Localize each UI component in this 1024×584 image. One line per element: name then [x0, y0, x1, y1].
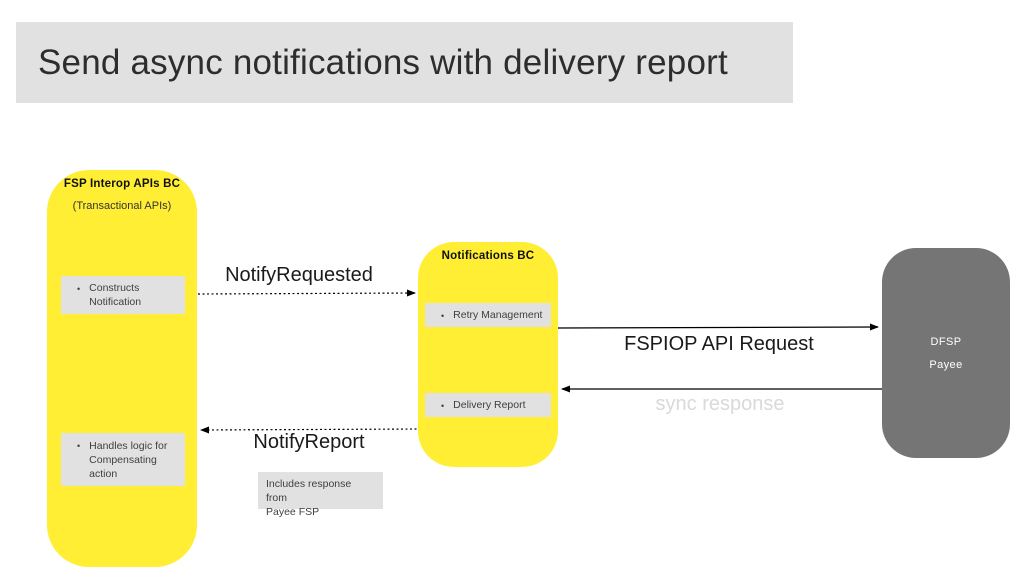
title-bar: Send async notifications with delivery r…	[16, 22, 793, 103]
node-dfsp-payee: DFSP Payee	[882, 248, 1010, 458]
node-fsp-interop-apis-bc: FSP Interop APIs BC (Transactional APIs)…	[47, 170, 197, 567]
chip-delivery-report: • Delivery Report	[425, 393, 551, 417]
chip-handles-logic: • Handles logic for Compensating action	[61, 433, 185, 486]
chip-retry-management: • Retry Management	[425, 303, 551, 327]
chip-line: Compensating	[89, 453, 157, 466]
chip-line: Handles logic for	[89, 439, 168, 452]
notify-requested-arrow	[197, 289, 416, 297]
edge-label-notify-report: NotifyReport	[253, 431, 365, 453]
chip-line: Constructs	[89, 282, 140, 294]
notify-report-arrow	[200, 426, 422, 434]
chip-constructs-notification: • Constructs Notification	[61, 276, 185, 314]
chip-line: action	[89, 467, 118, 480]
node-line-payee: Payee	[929, 358, 963, 371]
edge-label-notify-requested: NotifyRequested	[225, 264, 373, 286]
chip-line: Retry Management	[453, 309, 543, 321]
chip-line: Delivery Report	[453, 399, 526, 411]
note-line: Payee FSP	[266, 506, 320, 518]
edge-label-sync-response: sync response	[655, 393, 785, 415]
chip-line: Notification	[89, 296, 142, 308]
node-title: Notifications BC	[441, 250, 535, 262]
node-notifications-bc: Notifications BC • Retry Management • De…	[418, 242, 558, 467]
note-includes-response: Includes response from Payee FSP	[258, 472, 383, 518]
node-subtitle: (Transactional APIs)	[72, 200, 172, 212]
node-title: FSP Interop APIs BC	[63, 178, 181, 190]
bullet-icon: •	[77, 284, 81, 294]
node-line-dfsp: DFSP	[930, 335, 962, 348]
fspiop-request-arrow	[557, 323, 879, 331]
bullet-icon: •	[77, 441, 81, 451]
page-title: Send async notifications with delivery r…	[38, 42, 728, 82]
bullet-icon: •	[441, 311, 445, 321]
edge-label-fspiop-api-request: FSPIOP API Request	[624, 333, 814, 355]
bullet-icon: •	[441, 401, 445, 411]
note-line: Includes response from	[266, 478, 352, 504]
